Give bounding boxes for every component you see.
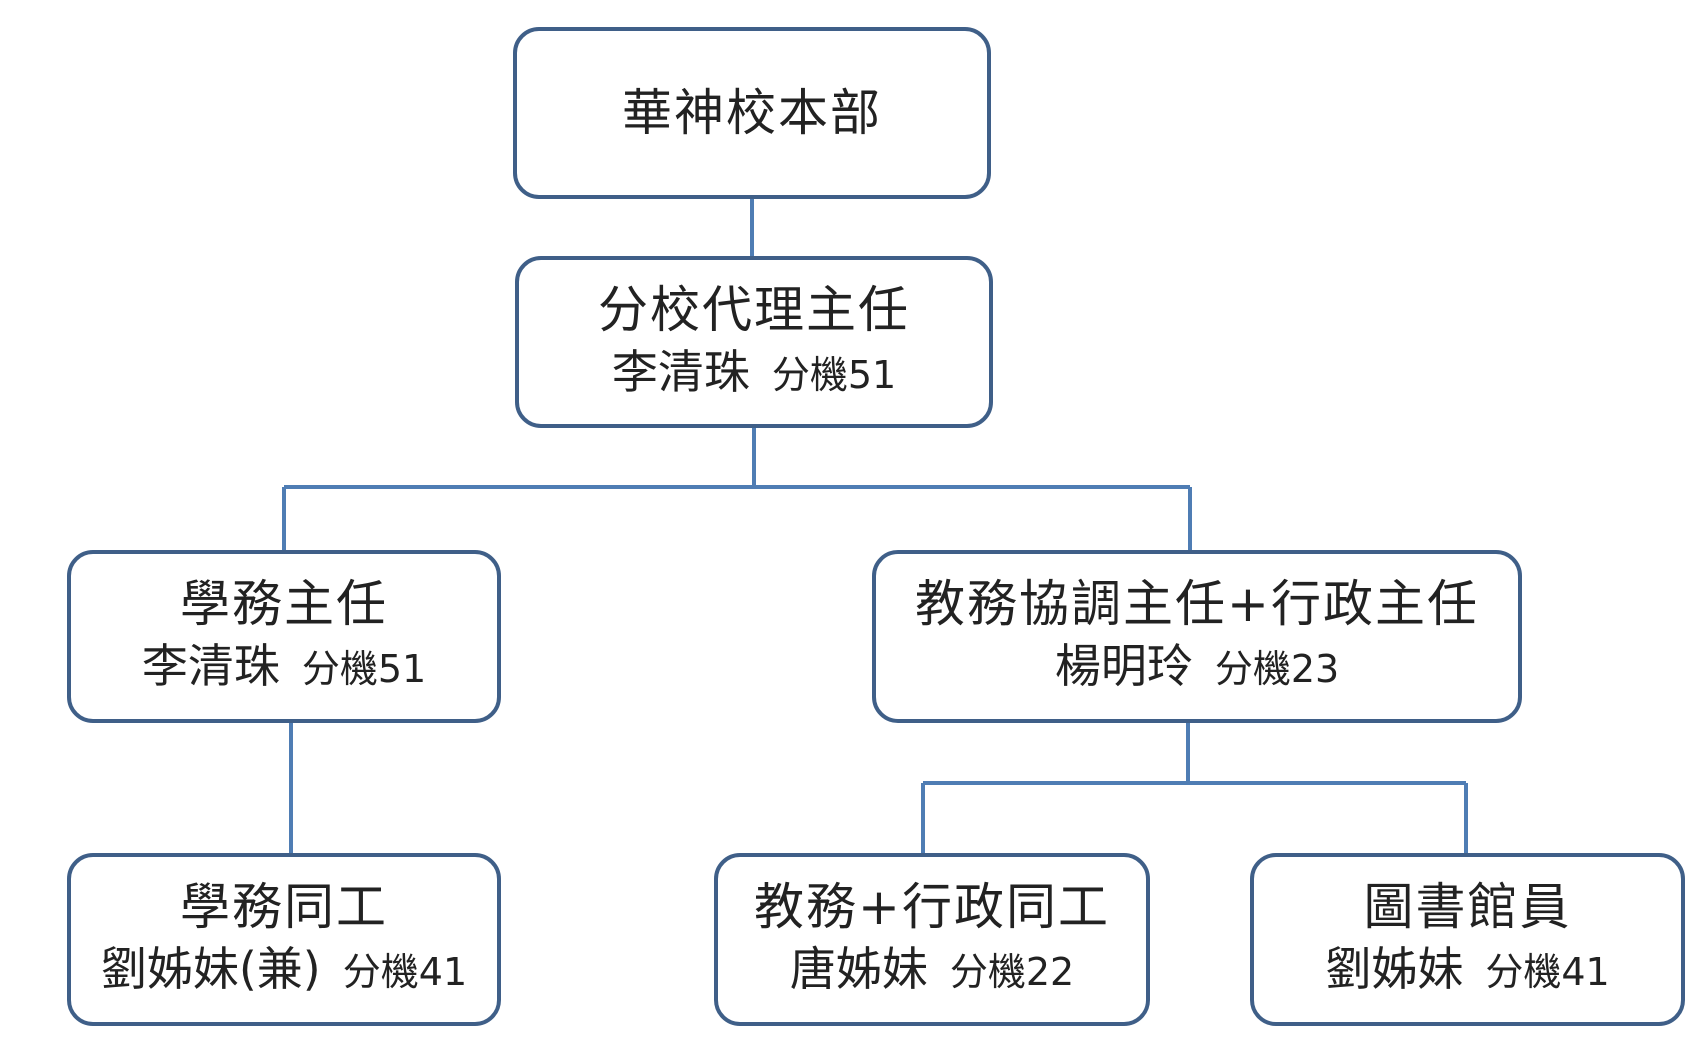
node-title: 學務同工 — [180, 878, 388, 936]
node-person: 劉姊妹分機41 — [1325, 938, 1609, 1003]
node-person: 楊明玲分機23 — [1055, 635, 1339, 700]
node-name: 劉姊妹(兼) — [100, 942, 321, 996]
node-person: 唐姊妹分機22 — [790, 938, 1074, 1003]
node-title: 教務+行政同工 — [754, 878, 1110, 936]
node-title: 分校代理主任 — [598, 280, 910, 339]
node-extension: 分機22 — [949, 950, 1075, 994]
node-title: 華神校本部 — [622, 84, 882, 142]
node-name: 李清珠 — [141, 639, 280, 693]
node-person: 李清珠分機51 — [612, 341, 896, 406]
node-academic-admin-director: 教務協調主任+行政主任 楊明玲分機23 — [872, 550, 1522, 723]
node-title: 教務協調主任+行政主任 — [915, 575, 1479, 633]
node-extension: 分機51 — [301, 647, 427, 691]
node-extension: 分機23 — [1214, 647, 1340, 691]
node-title: 圖書館員 — [1363, 878, 1572, 936]
node-title: 學務主任 — [180, 575, 388, 633]
node-acting-director: 分校代理主任 李清珠分機51 — [515, 256, 993, 428]
node-librarian: 圖書館員 劉姊妹分機41 — [1250, 853, 1685, 1026]
node-name: 劉姊妹 — [1325, 942, 1464, 996]
node-extension: 分機51 — [771, 352, 897, 397]
node-person: 劉姊妹(兼) 分機41 — [101, 938, 467, 1003]
node-person: 李清珠分機51 — [142, 635, 426, 700]
node-extension: 分機41 — [1485, 950, 1610, 994]
node-name: 楊明玲 — [1054, 639, 1193, 693]
node-name: 李清珠 — [611, 344, 750, 399]
node-student-affairs-director: 學務主任 李清珠分機51 — [67, 550, 501, 723]
node-student-affairs-staff: 學務同工 劉姊妹(兼) 分機41 — [67, 853, 501, 1026]
node-extension: 分機41 — [342, 950, 468, 994]
node-name: 唐姊妹 — [789, 942, 928, 996]
node-academic-admin-staff: 教務+行政同工 唐姊妹分機22 — [714, 853, 1150, 1026]
node-root: 華神校本部 — [513, 27, 991, 199]
